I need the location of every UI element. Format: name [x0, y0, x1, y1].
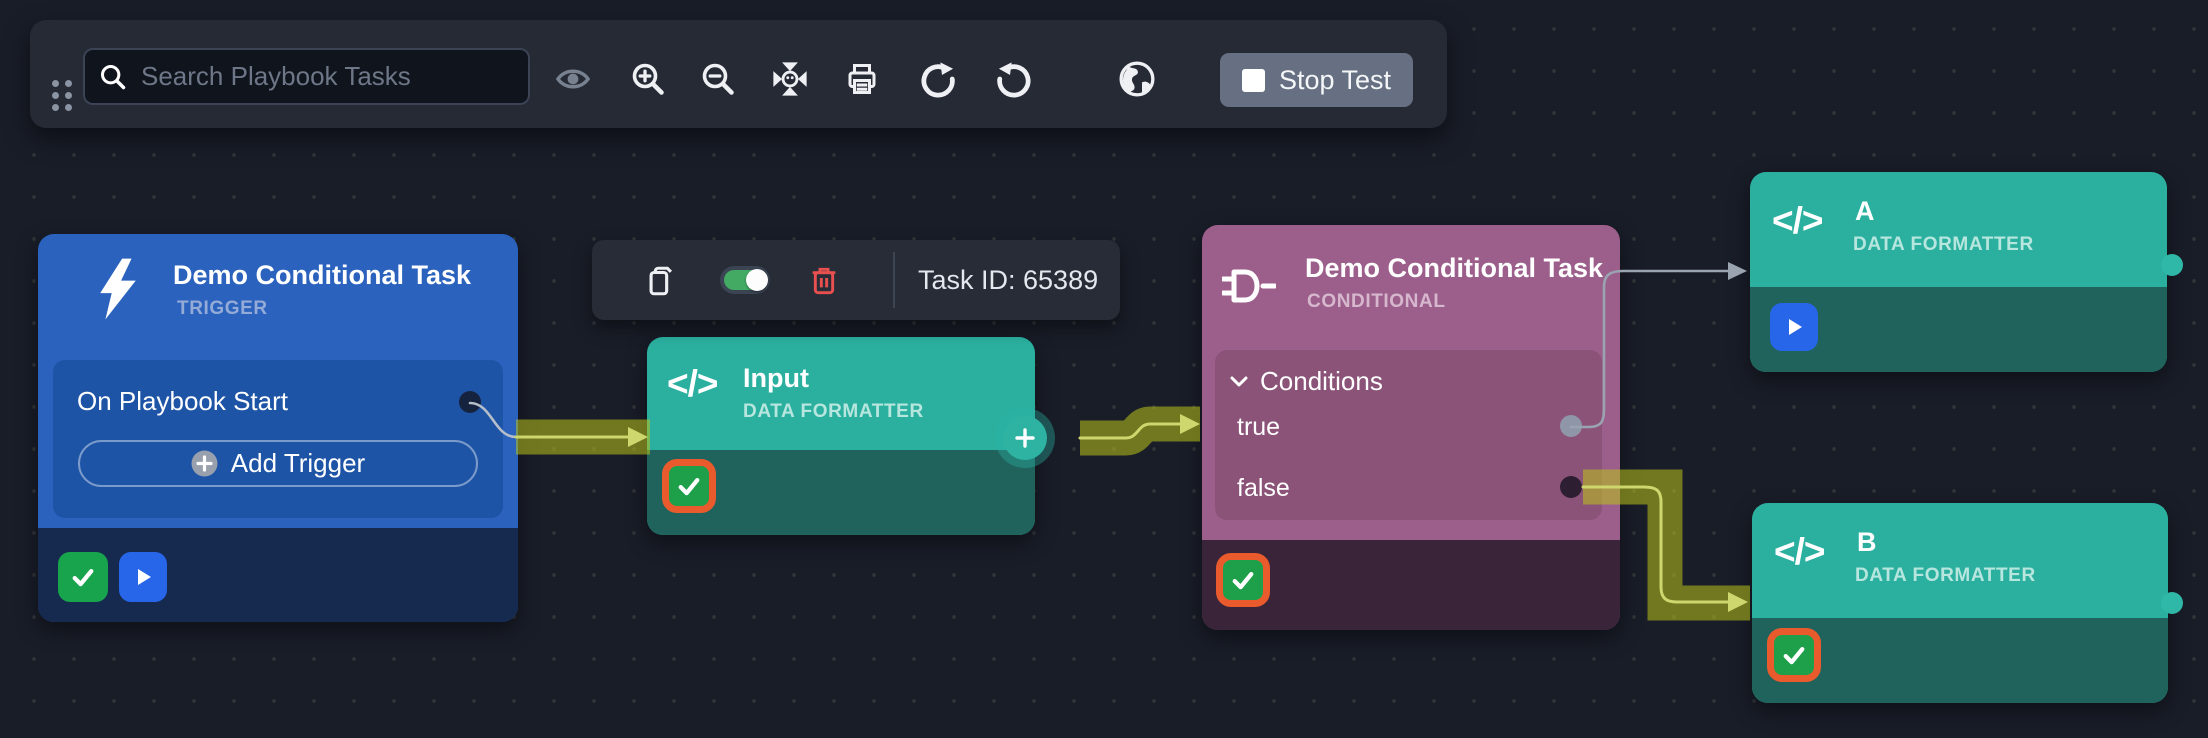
delete-icon[interactable]	[808, 264, 840, 296]
chevron-down-icon	[1230, 376, 1248, 386]
success-check-badge[interactable]	[1767, 628, 1821, 682]
trigger-output-port[interactable]	[459, 391, 481, 413]
code-icon: </>	[1772, 200, 1823, 241]
wire-input-to-conditional	[1078, 422, 1184, 440]
task-id-label: Task ID: 65389	[918, 265, 1099, 295]
node-type-label: CONDITIONAL	[1307, 291, 1446, 312]
undo-icon[interactable]	[992, 57, 1036, 101]
add-trigger-label: Add Trigger	[230, 448, 366, 478]
branch-false-label[interactable]: false	[1237, 474, 1290, 502]
node-conditional[interactable]: Demo Conditional Task CONDITIONAL Condit…	[1202, 225, 1620, 630]
conditions-label: Conditions	[1260, 366, 1383, 396]
node-b[interactable]: </> B DATA FORMATTER	[1752, 503, 2168, 703]
globe-icon[interactable]	[1115, 57, 1159, 101]
trigger-panel: On Playbook Start Add Trigger	[53, 360, 503, 518]
node-b-output-port[interactable]	[2161, 592, 2183, 614]
node-type-label: DATA FORMATTER	[1853, 234, 2034, 255]
visibility-icon[interactable]	[551, 57, 595, 101]
branch-true-label[interactable]: true	[1237, 413, 1281, 441]
toggle-knob	[746, 269, 768, 291]
node-title: Input	[743, 363, 809, 393]
node-a[interactable]: </> A DATA FORMATTER	[1750, 172, 2167, 372]
run-button[interactable]	[1770, 303, 1818, 351]
print-icon[interactable]	[840, 57, 884, 101]
node-type-label: DATA FORMATTER	[743, 401, 924, 422]
zoom-out-icon[interactable]	[696, 57, 740, 101]
stop-test-button[interactable]: Stop Test	[1220, 53, 1413, 107]
success-status-button[interactable]	[58, 552, 108, 602]
toolbar-divider	[893, 252, 895, 308]
node-a-output-port[interactable]	[2161, 254, 2183, 276]
task-toolbar: Task ID: 65389	[592, 240, 1120, 320]
add-trigger-button[interactable]: Add Trigger	[78, 440, 478, 487]
node-title: B	[1857, 527, 1877, 557]
stop-icon	[1241, 68, 1265, 92]
search-input[interactable]	[139, 60, 514, 93]
node-type-label: DATA FORMATTER	[1855, 565, 2036, 586]
arrowhead-node-b	[1728, 592, 1748, 612]
search-icon	[100, 64, 126, 89]
success-check-badge[interactable]	[662, 459, 716, 513]
node-type-label: TRIGGER	[177, 298, 268, 319]
node-title: A	[1855, 196, 1875, 226]
main-toolbar: Stop Test	[30, 20, 1447, 128]
conditions-header[interactable]: Conditions	[1230, 366, 1383, 397]
node-title: Demo Conditional Task	[173, 260, 472, 290]
code-icon: </>	[1774, 531, 1825, 572]
copy-icon[interactable]	[644, 264, 678, 298]
search-box[interactable]	[83, 48, 530, 105]
stop-test-label: Stop Test	[1278, 64, 1392, 95]
arrowhead-input	[628, 427, 648, 447]
band-input-to-conditional	[1080, 406, 1200, 456]
plus-icon	[1015, 428, 1035, 448]
enable-toggle[interactable]	[720, 266, 770, 294]
run-button[interactable]	[119, 552, 167, 602]
redo-icon[interactable]	[916, 57, 960, 101]
conditions-panel: Conditions true false	[1215, 350, 1602, 520]
success-check-badge[interactable]	[1216, 553, 1270, 607]
zoom-in-icon[interactable]	[626, 57, 670, 101]
node-b-footer	[1752, 618, 2168, 703]
node-input[interactable]: </> Input DATA FORMATTER	[647, 337, 1035, 535]
conditional-footer	[1202, 540, 1620, 630]
arrowhead-node-a	[1728, 262, 1747, 280]
branch-true-port[interactable]	[1560, 415, 1582, 437]
conditional-plug-icon	[1222, 267, 1276, 305]
code-icon: </>	[667, 363, 718, 404]
fit-to-screen-icon[interactable]	[768, 57, 812, 101]
node-trigger[interactable]: Demo Conditional Task TRIGGER On Playboo…	[38, 234, 518, 622]
input-add-port-button[interactable]	[1003, 416, 1047, 460]
plus-circle-icon	[191, 450, 218, 477]
trigger-footer	[38, 528, 518, 622]
branch-false-port[interactable]	[1560, 476, 1582, 498]
arrowhead-conditional	[1180, 414, 1200, 434]
lightning-icon	[96, 258, 142, 320]
trigger-row-label: On Playbook Start	[77, 386, 288, 416]
drag-handle-icon[interactable]	[52, 80, 74, 114]
node-a-footer	[1750, 287, 2167, 372]
node-title: Demo Conditional Task	[1305, 253, 1604, 283]
